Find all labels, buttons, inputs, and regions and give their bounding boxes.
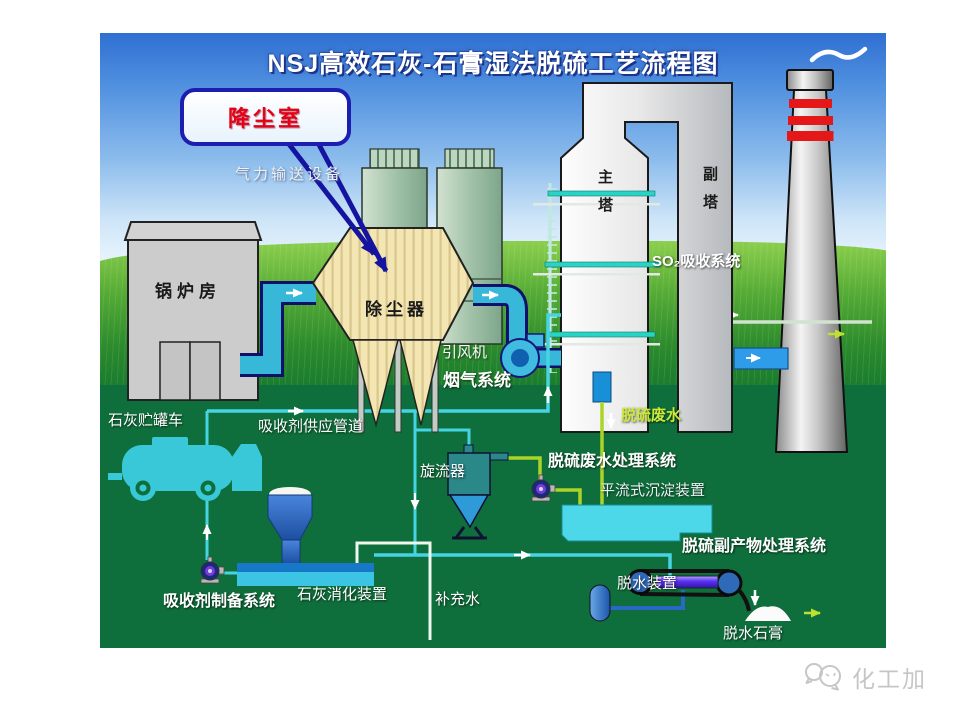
label-dewatering-device: 脱水装置 [617,575,678,592]
digester-top [237,563,374,572]
label-so2-system: SO₂吸收系统 [652,253,741,270]
boiler-door-right [189,341,221,401]
pump-absorbent [200,556,225,584]
label-aux-tower: 副塔 [701,166,718,222]
makeup-water-pipe [355,541,432,640]
chat-bubbles-icon [805,663,841,691]
label-absorbent-prep-system: 吸收剂制备系统 [163,593,276,610]
gypsum-pile [745,606,791,621]
label-lime-digestion-device: 石灰消化装置 [297,586,388,603]
digester-body [237,572,374,586]
label-makeup-water: 补充水 [435,591,481,608]
tower-to-chimney-lines [722,310,872,370]
label-wastewater-system: 脱硫废水处理系统 [548,453,677,470]
label-flue-gas-system: 烟气系统 [443,371,511,390]
label-cyclone: 旋流器 [420,463,466,480]
diagram-title: NSJ高效石灰-石膏湿法脱硫工艺流程图 [267,50,719,78]
watermark: 化工加 [802,660,927,694]
induced-fan [500,333,545,378]
tower-platforms [533,190,661,346]
chimney-red-bands [787,99,834,141]
label-dewatered-gypsum: 脱水石膏 [723,625,784,642]
slurry-capsule-tank [589,584,611,622]
label-pneumatic-conveyor: 气力输送设备 [235,166,344,183]
dust-chamber-callout: 降尘室 [180,88,351,146]
hopper-right [399,339,442,426]
label-desulf-wastewater: 脱硫废水 [621,407,682,424]
tower-ladder [547,183,557,373]
diagram-stage: NSJ高效石灰-石膏湿法脱硫工艺流程图 降尘室 气力输送设备 锅炉房 除尘器 主… [100,33,886,648]
flue-duct-to-chimney [733,347,789,370]
flue-ducts [240,281,561,377]
hopper-left [352,339,399,428]
label-dust-collector: 除尘器 [365,300,428,319]
label-boiler-house: 锅炉房 [155,282,221,301]
cyclone [447,444,509,540]
pump-wastewater [531,474,556,502]
lime-digestion-unit [237,487,374,586]
lime-tank-truck [108,437,262,501]
callout-arrows [283,137,389,273]
boiler-door-left [159,341,191,401]
sedimentation-tank [561,504,713,542]
label-induced-fan: 引风机 [442,344,488,361]
watermark-text: 化工加 [852,666,927,692]
label-lime-tank-truck: 石灰贮罐车 [108,412,184,429]
dust-chamber-callout-label: 降尘室 [227,106,303,131]
label-absorbent-supply-pipe: 吸收剂供应管道 [258,418,364,435]
process-diagram-graphics [108,46,872,640]
vacuum-belt [655,575,719,589]
dust-collector [311,227,475,433]
boiler-house [123,221,263,401]
smoke-wave [809,46,868,63]
tower-outlet-box [592,371,612,403]
label-sedimentation-device: 平流式沉淀装置 [600,482,706,499]
belt-conveyor [589,569,791,622]
absorber-towers [533,82,733,433]
label-main-tower: 主塔 [596,169,613,225]
chimney [774,46,868,453]
label-byproduct-system: 脱硫副产物处理系统 [682,538,827,555]
